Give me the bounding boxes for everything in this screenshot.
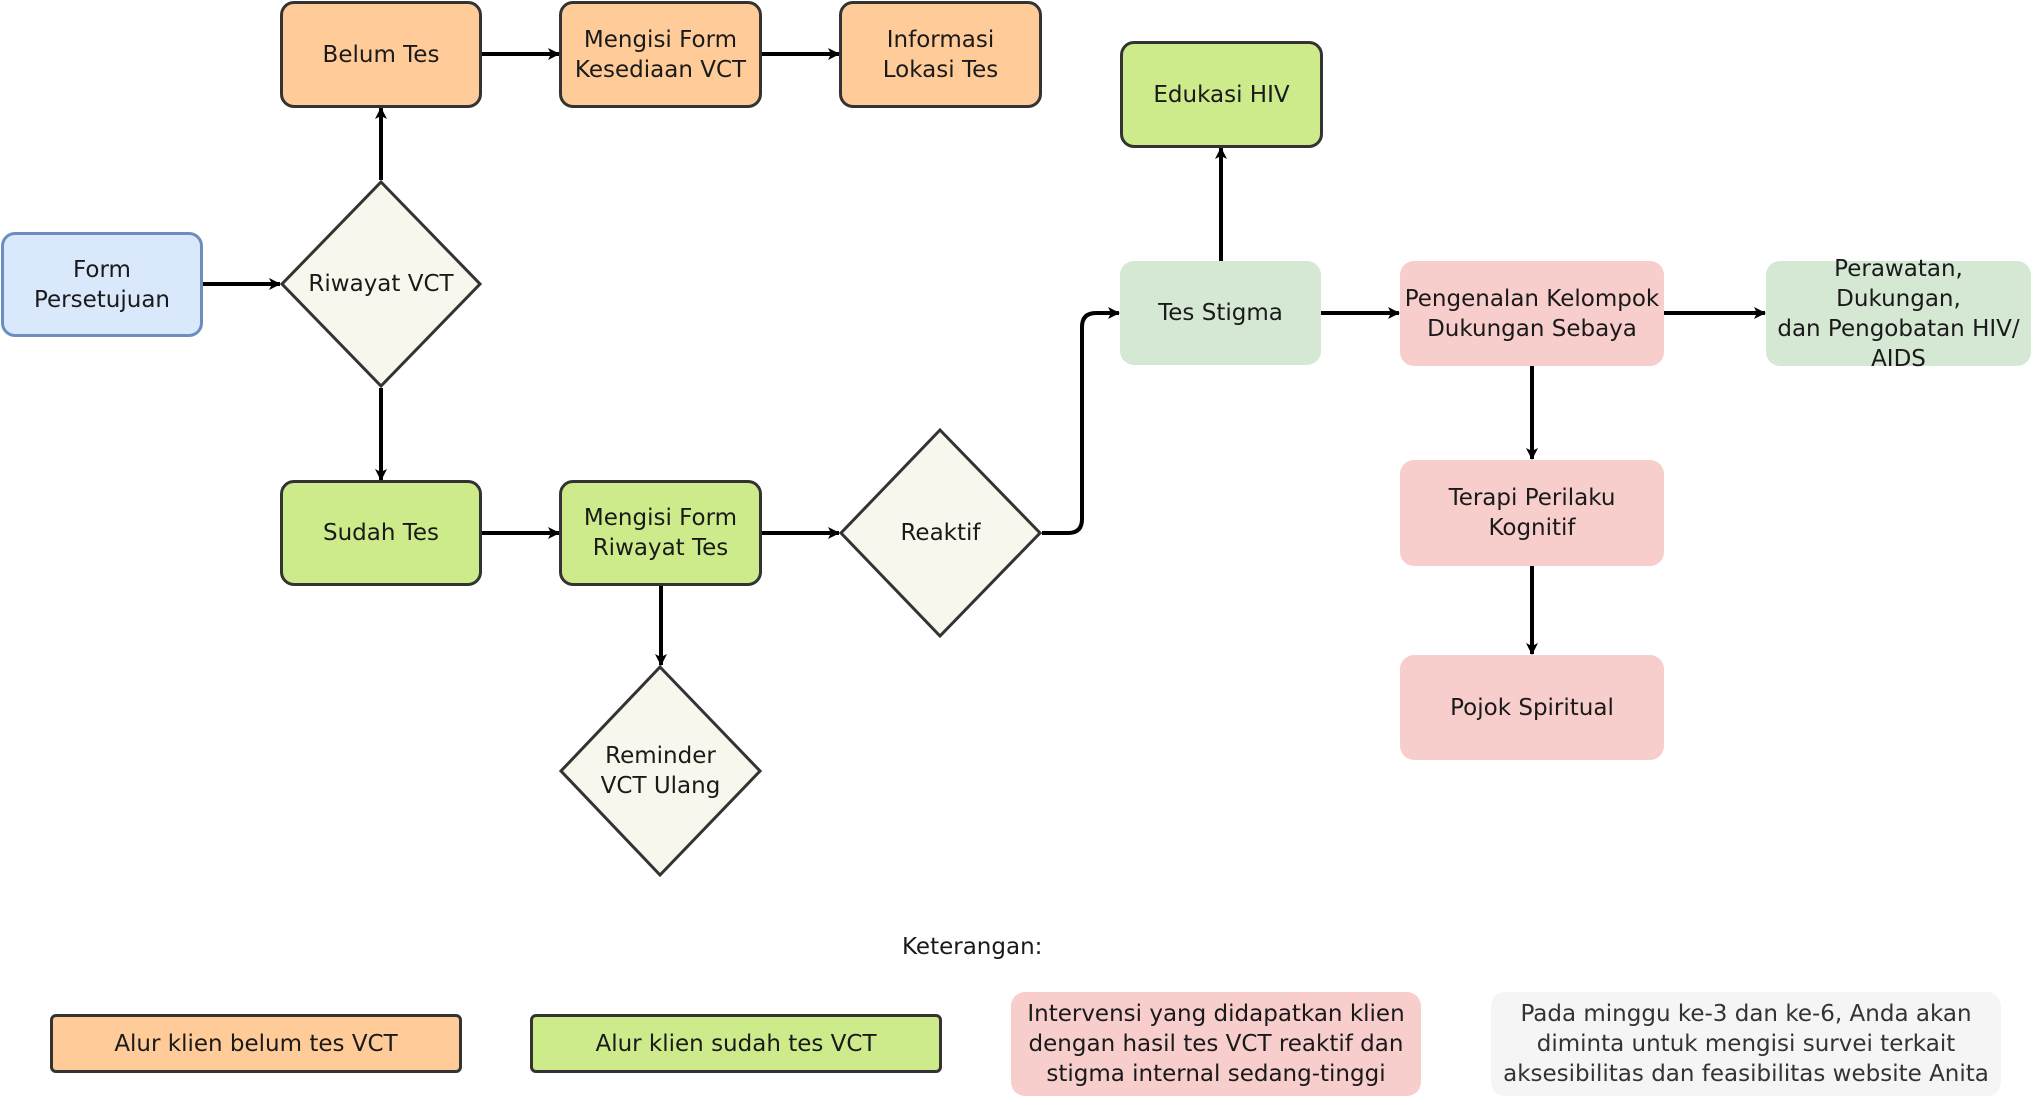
legend-title: Keterangan: (902, 934, 1043, 960)
decision-riwayat-vct-label: Riwayat VCT (308, 271, 454, 297)
node-perawatan-dukungan-pengobatan: Perawatan, Dukungan, dan Pengobatan HIV/… (1766, 256, 2031, 372)
legend-item-belum-tes: Alur klien belum tes VCT (50, 1014, 462, 1073)
node-tes-stigma: Tes Stigma (1120, 261, 1321, 365)
legend-item-sudah-tes: Alur klien sudah tes VCT (530, 1014, 942, 1073)
decision-reaktif: Reaktif (839, 428, 1042, 638)
node-edukasi-hiv: Edukasi HIV (1120, 41, 1323, 148)
decision-reaktif-label: Reaktif (900, 520, 981, 546)
node-terapi-perilaku-kognitif: Terapi Perilaku Kognitif (1400, 460, 1664, 566)
node-belum-tes: Belum Tes (280, 1, 482, 108)
diamond-shape (280, 180, 482, 388)
node-mengisi-form-kesediaan-vct: Mengisi Form Kesediaan VCT (559, 1, 762, 108)
edge-reaktif-to-tes-stigma (1042, 307, 1120, 535)
node-mengisi-form-riwayat-tes: Mengisi Form Riwayat Tes (559, 480, 762, 586)
node-sudah-tes: Sudah Tes (280, 480, 482, 586)
node-informasi-lokasi-tes: Informasi Lokasi Tes (839, 1, 1042, 108)
diamond-shape (839, 428, 1042, 638)
decision-riwayat-vct: Riwayat VCT (280, 180, 482, 388)
diamond-shape (559, 665, 762, 877)
node-form-persetujuan: Form Persetujuan (1, 232, 203, 337)
node-pojok-spiritual: Pojok Spiritual (1400, 655, 1664, 760)
decision-reminder-vct-ulang-label: Reminder VCT Ulang (600, 743, 721, 799)
legend-item-intervensi: Intervensi yang didapatkan klien dengan … (1011, 992, 1421, 1096)
legend-item-catatan-survei: Pada minggu ke-3 dan ke-6, Anda akan dim… (1491, 992, 2001, 1096)
decision-reminder-vct-ulang: Reminder VCT Ulang (559, 665, 762, 877)
node-pengenalan-kelompok-dukungan-sebaya: Pengenalan Kelompok Dukungan Sebaya (1400, 261, 1664, 366)
